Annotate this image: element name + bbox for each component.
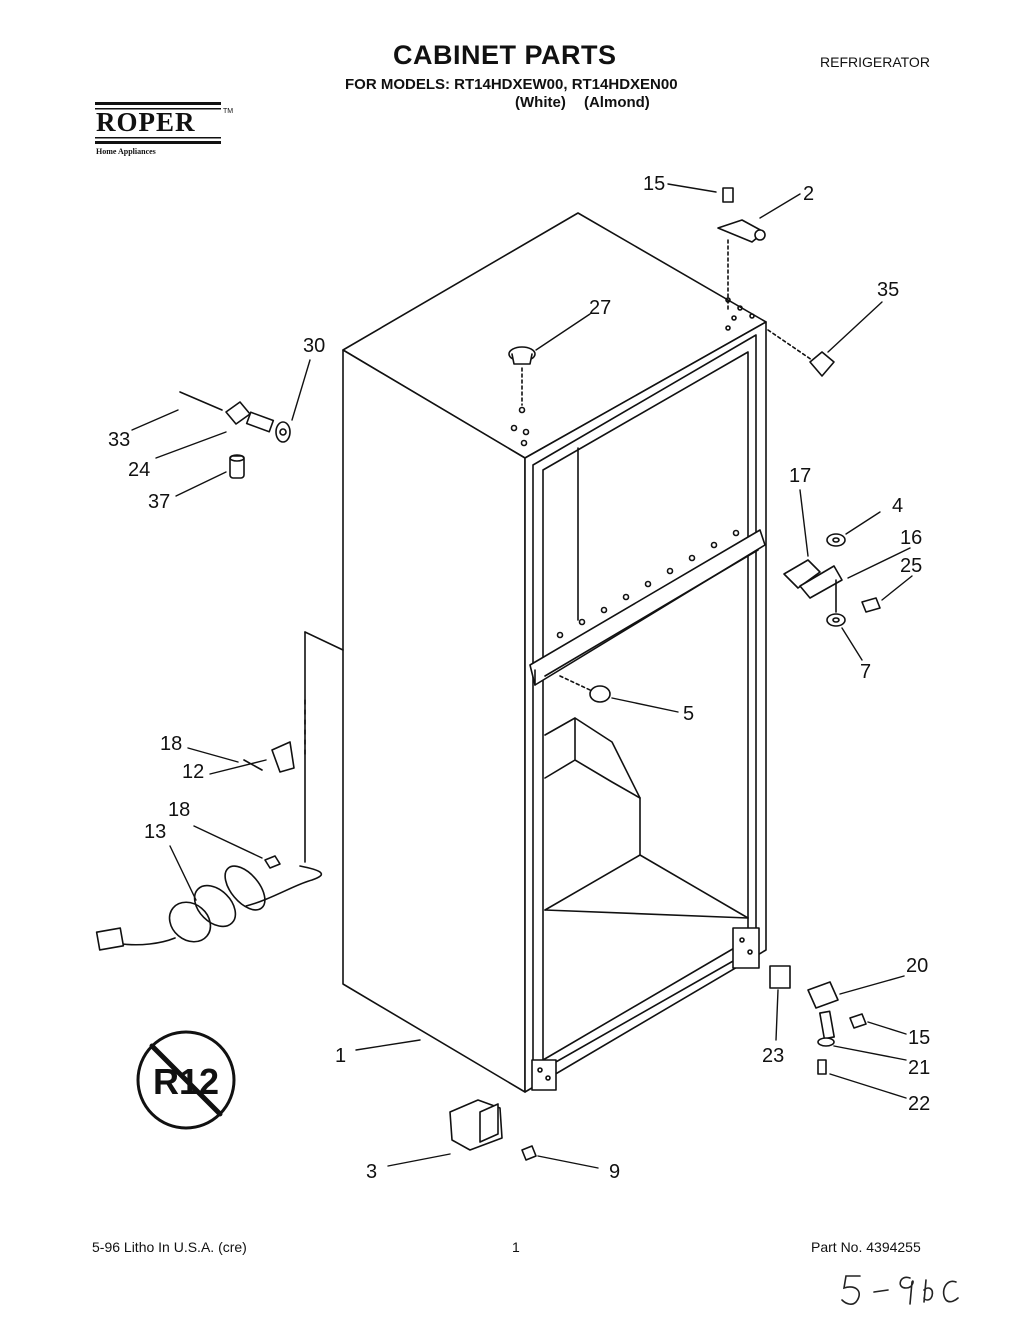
lower-hinge-part	[449, 1099, 537, 1161]
footer-page-number: 1	[512, 1239, 520, 1255]
callout-20: 20	[906, 955, 929, 977]
cord-clip-part	[271, 741, 295, 773]
callout-27: 27	[589, 297, 612, 319]
callout-12: 12	[182, 761, 205, 783]
callout-21: 21	[908, 1057, 931, 1079]
rail-plug-part	[589, 685, 611, 703]
callout-16: 16	[900, 527, 923, 549]
callout-35: 35	[877, 279, 900, 301]
callout-30: 30	[303, 335, 326, 357]
callout-33: 33	[108, 429, 131, 451]
colors-line: (White) (Almond)	[515, 94, 650, 111]
door-stop-assembly	[179, 391, 291, 479]
power-cord-part	[95, 865, 323, 951]
top-hinge-part	[717, 187, 766, 311]
callout-23: 23	[762, 1045, 785, 1067]
callout-18-lower: 18	[168, 799, 191, 821]
footer-part-number: Part No. 4394255	[811, 1239, 921, 1255]
brand-name: ROPER	[96, 107, 196, 137]
callout-15-bottom: 15	[908, 1027, 931, 1049]
appliance-type: REFRIGERATOR	[820, 54, 930, 70]
callout-15-top: 15	[643, 173, 666, 195]
callout-25: 25	[900, 555, 923, 577]
footer-print-info: 5-96 Litho In U.S.A. (cre)	[92, 1239, 247, 1255]
bottom-hinge-assembly	[769, 965, 867, 1075]
models-line: FOR MODELS: RT14HDXEW00, RT14HDXEN00	[345, 76, 678, 93]
callout-3: 3	[366, 1161, 378, 1183]
roper-logo	[95, 102, 221, 144]
callout-37: 37	[148, 491, 171, 513]
callout-7: 7	[860, 661, 872, 683]
brand-tagline: Home Appliances	[96, 147, 156, 156]
callout-1: 1	[335, 1045, 347, 1067]
callout-5: 5	[683, 703, 695, 725]
page-title: CABINET PARTS	[393, 40, 617, 70]
callout-13: 13	[144, 821, 167, 843]
no-r12-symbol: R12	[136, 1030, 236, 1130]
callout-24: 24	[128, 459, 151, 481]
leader-lines	[131, 183, 913, 1169]
center-hinge-assembly	[783, 533, 881, 627]
callout-9: 9	[609, 1161, 621, 1183]
handwritten-note	[841, 1275, 959, 1305]
callout-2: 2	[803, 183, 815, 205]
callout-17: 17	[789, 465, 812, 487]
callout-18-upper: 18	[160, 733, 183, 755]
callout-4: 4	[892, 495, 904, 517]
hinge-cover-part	[809, 351, 835, 377]
cabinet-body	[304, 212, 767, 1093]
brand-trademark: TM	[223, 108, 234, 115]
callout-22: 22	[908, 1093, 931, 1115]
